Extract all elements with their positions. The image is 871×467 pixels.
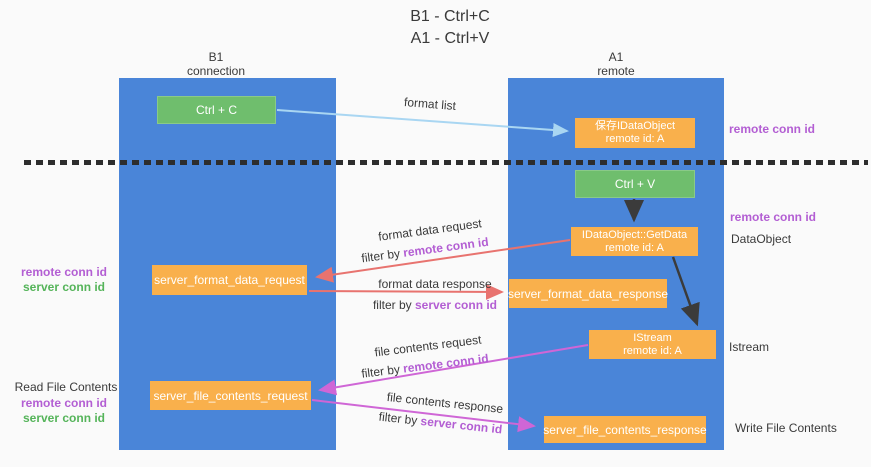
lane-header-a1: A1 remote: [556, 50, 676, 78]
node-server-file-contents-response-label: server_file_contents_response: [543, 422, 707, 437]
arrow-getdata-to-istream: [671, 256, 700, 327]
annotation-read-file-contents: Read File Contents: [14, 380, 118, 394]
filter-by-text: filter by: [372, 298, 415, 312]
annotation-write-file-contents: Write File Contents: [735, 421, 837, 435]
title-line-2: A1 - Ctrl+V: [410, 30, 490, 47]
node-save-idataobject-line2: remote id: A: [605, 133, 665, 145]
diagram-title: B1 - Ctrl+C A1 - Ctrl+V: [330, 6, 570, 50]
node-server-file-contents-request-label: server_file_contents_request: [153, 388, 308, 403]
lane-a1-subtitle: remote: [597, 64, 635, 78]
lane-b1-subtitle: connection: [186, 64, 246, 78]
annotation-remote-conn-id-left-2: remote conn id: [20, 396, 107, 410]
lane-header-b1: B1 connection: [156, 50, 276, 78]
lane-a1-title: A1: [608, 50, 624, 64]
annotation-read-file-contents-block: Read File Contents: [14, 380, 118, 395]
node-save-idataobject-line1: 保存IDataObject: [594, 120, 676, 132]
node-server-format-data-request: server_format_data_request: [152, 265, 307, 295]
arrow-file-contents-response: [311, 399, 536, 433]
node-server-format-data-response: server_format_data_response: [507, 279, 669, 308]
arrow-format-data-response: [308, 283, 504, 300]
annotation-remote-conn-id-left-1: remote conn id: [20, 265, 107, 279]
node-server-format-data-request-label: server_format_data_request: [154, 273, 305, 287]
node-server-file-contents-request: server_file_contents_request: [150, 381, 311, 410]
node-idataobject-getdata: IDataObject::GetData remote id: A: [571, 227, 698, 256]
annotation-remote-conn-id-1: remote conn id: [729, 122, 816, 136]
arrow-format-list: [276, 109, 569, 137]
node-istream: IStream remote id: A: [589, 330, 716, 359]
lane-b1-title: B1: [208, 50, 224, 64]
node-istream-line2: remote id: A: [623, 344, 682, 357]
node-ctrl-c-label: Ctrl + C: [195, 103, 237, 117]
annotation-server-conn-id-left-1: server conn id: [22, 280, 106, 294]
node-server-format-data-response-label: server_format_data_response: [507, 286, 669, 301]
annotation-dataobject: DataObject: [731, 232, 792, 246]
node-istream-line1: IStream: [633, 331, 672, 344]
arrow-format-data-request: [315, 239, 571, 283]
node-idataobject-getdata-line2: remote id: A: [605, 241, 664, 254]
node-server-file-contents-response: server_file_contents_response: [543, 416, 707, 443]
node-save-idataobject: 保存IDataObject remote id: A: [575, 118, 695, 148]
boundary-dashed-line: [24, 160, 868, 165]
node-ctrl-v-label: Ctrl + V: [614, 177, 656, 191]
edge-label-filter-server-1: filter by server conn id: [355, 298, 515, 312]
annotation-conn-ids-1: remote conn id server conn id: [12, 265, 116, 295]
edge-label-format-data-response: format data response: [360, 277, 510, 291]
format-data-response-text: format data response: [378, 277, 492, 291]
title-line-1: B1 - Ctrl+C: [410, 8, 490, 25]
annotation-remote-conn-id-2: remote conn id: [730, 210, 817, 224]
node-ctrl-v: Ctrl + V: [575, 170, 695, 198]
node-idataobject-getdata-line1: IDataObject::GetData: [581, 228, 688, 241]
annotation-istream: Istream: [729, 340, 770, 354]
server-conn-id-text: server conn id: [414, 298, 498, 312]
node-ctrl-c: Ctrl + C: [157, 96, 276, 124]
arrow-file-contents-request: [318, 344, 589, 396]
annotation-server-conn-id-left-2: server conn id: [22, 411, 106, 425]
annotation-conn-ids-2: remote conn id server conn id: [12, 396, 116, 426]
